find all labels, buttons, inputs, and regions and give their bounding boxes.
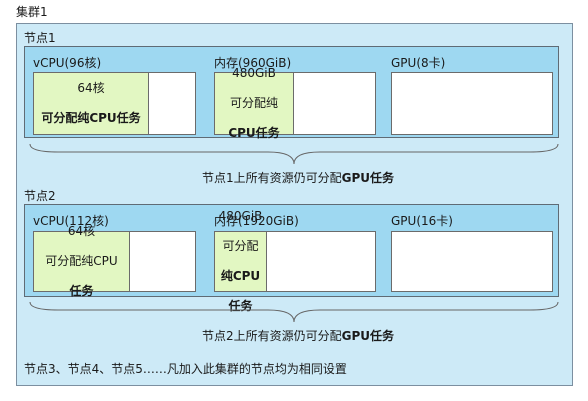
node1-mem-allocation: 480GiB 可分配纯 CPU任务 (215, 66, 294, 140)
node1-mem-box: 480GiB 可分配纯 CPU任务 (214, 66, 376, 140)
node2-mem-alloc-line3: 纯CPU (220, 269, 261, 283)
node1-box: vCPU(96核) 64核 可分配纯CPU任务 内存(960GiB) 480Gi… (24, 46, 559, 140)
node2-box: vCPU(112核) 64核 可分配纯CPU 任务 内存(1920GiB) 48… (24, 204, 559, 313)
node2-cpu-box: 64核 可分配纯CPU 任务 (33, 224, 196, 298)
node2-summary: 节点2上所有资源仍可分配GPU任务 (201, 329, 395, 343)
node1-cpu-alloc-line1: 64核 (77, 81, 105, 95)
cluster-footer: 节点3、节点4、节点5……凡加入此集群的节点均为相同设置 (24, 362, 347, 376)
node1-mem-alloc-line1: 480GiB (232, 66, 276, 80)
node2-mem-label: 内存(1920GiB) (214, 214, 299, 228)
node2-cpu-alloc-line2: 可分配纯CPU (45, 254, 118, 268)
cluster-title: 集群1 (16, 5, 48, 19)
node1-mem-alloc-line2: 可分配纯 (229, 96, 278, 110)
node1-cpu-alloc-line2: 可分配纯CPU任务 (41, 111, 141, 125)
node1-gpu-box (391, 72, 553, 135)
node1-gpu-label: GPU(8卡) (391, 56, 446, 70)
node2-cpu-alloc-line1: 64核 (67, 224, 96, 238)
node1-brace (29, 143, 559, 165)
node2-mem-box: 480GiB 可分配 纯CPU 任务 (214, 209, 376, 313)
node2-cpu-alloc-line3: 任务 (69, 284, 94, 298)
node2-title: 节点2 (24, 189, 56, 203)
node2-mem-allocation: 480GiB 可分配 纯CPU 任务 (215, 209, 267, 313)
node1-cpu-allocation: 64核 可分配纯CPU任务 (34, 73, 149, 134)
node2-cpu-allocation: 64核 可分配纯CPU 任务 (34, 224, 130, 298)
node1-cpu-label: vCPU(96核) (33, 56, 102, 70)
node1-summary: 节点1上所有资源仍可分配GPU任务 (201, 171, 395, 185)
node2-brace (29, 301, 559, 323)
node1-title: 节点1 (24, 31, 56, 45)
node2-mem-alloc-line1: 480GiB (218, 209, 263, 223)
node1-mem-label: 内存(960GiB) (214, 56, 292, 70)
node2-cpu-label: vCPU(112核) (33, 214, 109, 228)
node2-gpu-box (391, 231, 553, 292)
node1-mem-alloc-line3: CPU任务 (228, 126, 280, 140)
node2-mem-alloc-line2: 可分配 (222, 239, 259, 253)
node1-cpu-box: 64核 可分配纯CPU任务 (33, 72, 196, 135)
node2-gpu-label: GPU(16卡) (391, 214, 453, 228)
